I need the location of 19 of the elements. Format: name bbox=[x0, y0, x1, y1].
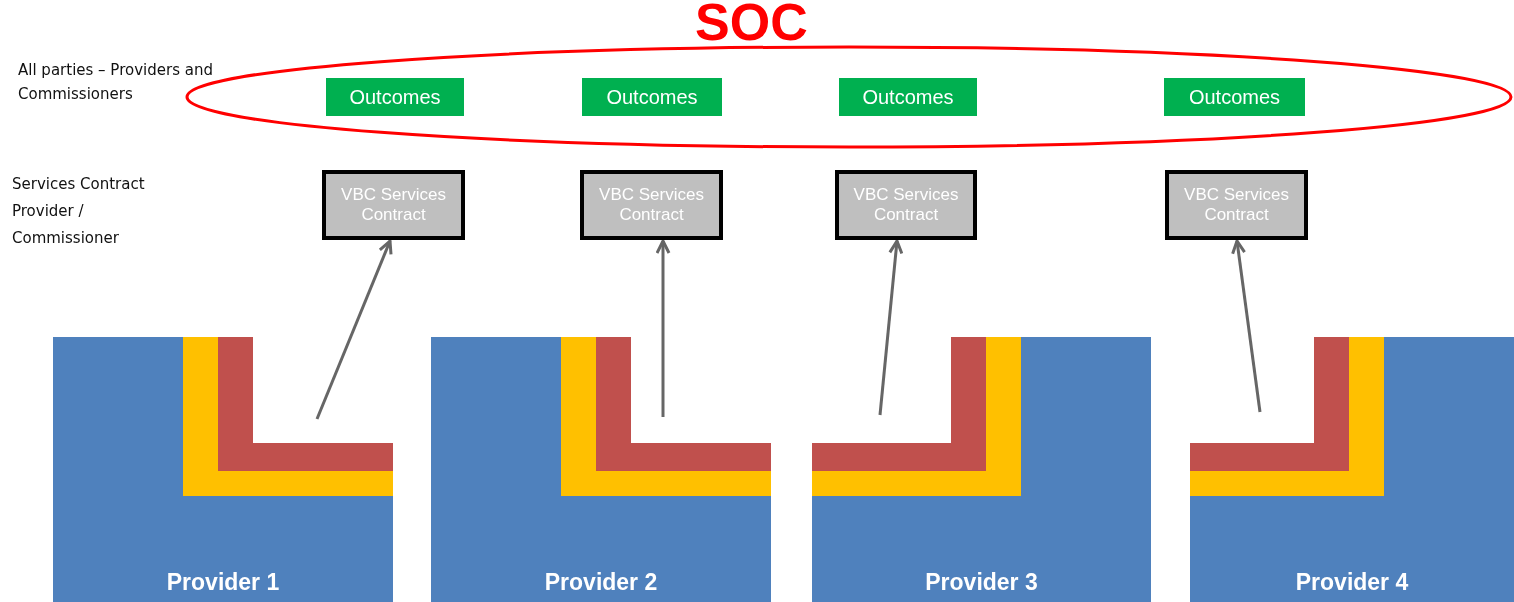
provider-label: Provider 1 bbox=[165, 569, 281, 596]
title: SOC bbox=[695, 0, 808, 45]
outcome-box: Outcomes bbox=[326, 78, 464, 116]
arrow bbox=[1231, 239, 1262, 413]
provider-label: Provider 4 bbox=[1294, 569, 1410, 596]
row-label: Services Contract Provider / Commissioner bbox=[12, 174, 146, 249]
contract-box: VBC Services Contract bbox=[322, 170, 465, 240]
arrow bbox=[878, 239, 904, 416]
outcome-box: Outcomes bbox=[839, 78, 977, 116]
outcome-box: Outcomes bbox=[582, 78, 722, 116]
arrow bbox=[655, 239, 671, 417]
outcome-box: Outcomes bbox=[1164, 78, 1305, 116]
arrow bbox=[315, 239, 393, 420]
contract-box: VBC Services Contract bbox=[1165, 170, 1308, 240]
contract-box: VBC Services Contract bbox=[835, 170, 977, 240]
provider-label: Provider 2 bbox=[543, 569, 659, 596]
provider-label: Provider 3 bbox=[924, 569, 1039, 596]
row-label: All parties – Providers and Commissioners bbox=[18, 60, 214, 105]
contract-box: VBC Services Contract bbox=[580, 170, 723, 240]
